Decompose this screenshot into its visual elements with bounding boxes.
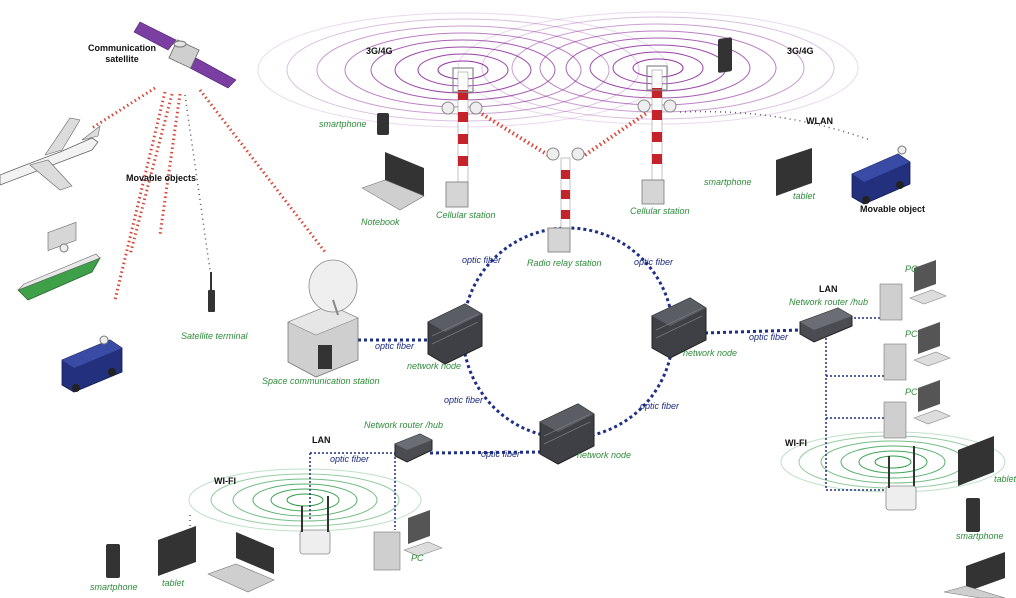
fiber-lan-right-label: optic fiber	[749, 332, 789, 342]
network-node-bottom	[539, 403, 595, 465]
airplane-icon	[0, 117, 101, 191]
router-right-icon	[799, 307, 853, 343]
pc-r3-label: PC	[905, 387, 918, 397]
pc-left-label: PC	[411, 553, 424, 563]
relay-links	[480, 110, 650, 157]
wlan-link	[679, 110, 871, 141]
wifi-router-left-icon	[299, 496, 331, 555]
router-left-icon	[394, 433, 433, 463]
smartphone-far-right-icon	[966, 498, 980, 532]
tablet-far-right-label: tablet	[994, 474, 1016, 484]
cellular-station-left-label: Cellular station	[436, 210, 496, 220]
satellite-icon	[133, 21, 237, 89]
smartphone-top-icon	[377, 113, 389, 135]
pc-r2-icon	[883, 322, 951, 381]
network-node-left	[427, 303, 483, 365]
movable-object-label: Movable object	[860, 204, 925, 214]
smartphone-bl-label: smartphone	[90, 582, 138, 592]
cellular-station-right-label: Cellular station	[630, 206, 690, 216]
tablet-bl-icon	[158, 526, 196, 576]
node-bottom-label: network node	[577, 450, 631, 460]
fiber-ring-br-label: optic fiber	[640, 401, 680, 411]
cell-tower-left	[441, 67, 483, 208]
space-station-icon	[287, 259, 359, 378]
satellite-terminal-icon	[208, 272, 215, 312]
space-station-label: Space communication station	[262, 376, 380, 386]
laptop-bl-icon	[207, 532, 275, 593]
cell-tower-right	[637, 65, 677, 205]
tablet-right-icon	[776, 148, 812, 196]
smartphone-top-label: smartphone	[319, 119, 367, 129]
tablet-far-right-icon	[958, 436, 994, 486]
wifi-left-label: WI-FI	[214, 476, 236, 486]
lan-right-label: LAN	[819, 284, 838, 294]
node-right-label: network node	[683, 348, 737, 358]
lan-links	[309, 317, 890, 530]
fiber-lan-left-label: optic fiber	[330, 454, 370, 464]
satellite-links	[91, 86, 327, 301]
wifi-waves-left	[188, 468, 422, 532]
laptop-far-right-icon	[943, 552, 1006, 598]
pc-r3-icon	[883, 380, 951, 439]
router-right-label: Network router /hub	[789, 297, 868, 307]
tablet-right-label: tablet	[793, 191, 816, 201]
pc-r1-icon	[879, 260, 947, 321]
pc-left-icon	[373, 510, 443, 571]
lan-left-label: LAN	[312, 435, 331, 445]
cell-3g4g-left-label: 3G/4G	[366, 46, 393, 56]
node-left-label: network node	[407, 361, 461, 371]
radio-relay-label: Radio relay station	[527, 258, 602, 268]
notebook-icon	[361, 152, 425, 211]
satellite-label-2: satellite	[105, 54, 139, 64]
movable-objects-label: Movable objects	[126, 173, 196, 183]
smartphone-far-right-label: smartphone	[956, 531, 1004, 541]
notebook-label: Notebook	[361, 217, 400, 227]
wifi-right-label: WI-FI	[785, 438, 807, 448]
pc-r1-label: PC	[905, 264, 918, 274]
router-left-label: Network router /hub	[364, 420, 443, 430]
fiber-ring-tr-label: optic fiber	[634, 257, 674, 267]
boat-icon	[17, 221, 101, 301]
van-icon-right	[851, 145, 911, 205]
cell-3g4g-right-label: 3G/4G	[787, 46, 814, 56]
fiber-ring-tl-label: optic fiber	[462, 255, 502, 265]
fiber-space-label: optic fiber	[375, 341, 415, 351]
tablet-bl-label: tablet	[162, 578, 185, 588]
smartphone-right-icon	[718, 37, 732, 73]
smartphone-bl-icon	[106, 544, 120, 578]
wifi-router-right-icon	[885, 446, 917, 511]
fiber-bottom-label: optic fiber	[481, 449, 521, 459]
satellite-terminal-label: Satellite terminal	[181, 331, 249, 341]
smartphone-right-label: smartphone	[704, 177, 752, 187]
network-node-right	[651, 297, 707, 359]
radio-relay-tower	[546, 147, 585, 253]
pc-r2-label: PC	[905, 329, 918, 339]
van-icon-left	[61, 335, 123, 393]
satellite-label-1: Communication	[88, 43, 156, 53]
wlan-label: WLAN	[806, 116, 833, 126]
fiber-ring-bl-label: optic fiber	[444, 395, 484, 405]
